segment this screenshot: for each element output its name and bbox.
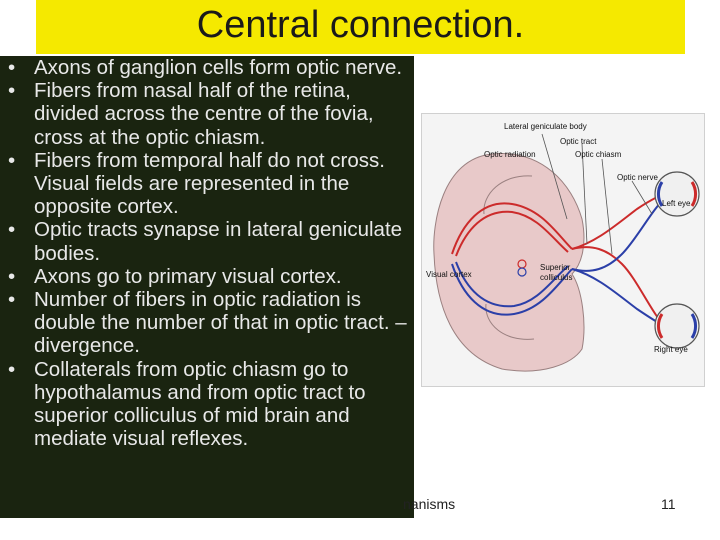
bullet-text: Axons go to primary visual cortex.	[34, 264, 342, 288]
label-optic-chiasm: Optic chiasm	[575, 150, 622, 159]
bullet-item: • Axons go to primary visual cortex.	[8, 265, 412, 288]
label-optic-nerve: Optic nerve	[617, 173, 658, 182]
footer-text: nanisms	[403, 496, 456, 512]
bullet-text: Fibers from temporal half do not cross. …	[34, 148, 385, 219]
bullet-item: • Collaterals from optic chiasm go to hyp…	[8, 358, 412, 451]
right-eye-shape	[654, 303, 700, 349]
bullet-dot: •	[8, 56, 16, 79]
label-optic-tract: Optic tract	[560, 137, 597, 146]
bullet-list: • Axons of ganglion cells form optic nerv…	[8, 56, 412, 450]
brain-outline	[433, 153, 585, 372]
label-lateral-geniculate-body: Lateral geniculate body	[504, 122, 587, 131]
bullet-dot: •	[8, 79, 16, 103]
optic-radiation-red	[451, 202, 573, 255]
label-superior-colliculus-2: colliculus	[540, 273, 572, 282]
label-superior-colliculus-1: Superior	[540, 263, 571, 272]
optic-tract-red	[571, 246, 668, 330]
label-right-eye: Right eye	[654, 345, 688, 354]
bullet-dot: •	[8, 357, 16, 381]
bullet-dot: •	[8, 148, 16, 172]
visual-pathway-figure: Lateral geniculate body Optic radiation …	[421, 113, 705, 387]
label-visual-cortex: Visual cortex	[426, 270, 472, 279]
bullet-item: • Fibers from nasal half of the retina, d…	[8, 79, 412, 149]
left-eye-shape	[654, 171, 700, 217]
visual-pathway-diagram: Lateral geniculate body Optic radiation …	[426, 122, 700, 372]
bullet-item: • Fibers from temporal half do not cross.…	[8, 149, 412, 219]
label-left-eye: Left eye	[662, 199, 691, 208]
bullet-text: Collaterals from optic chiasm go to hypo…	[34, 357, 366, 451]
page-number: 11	[661, 496, 676, 512]
optic-tract-blue	[571, 195, 668, 272]
label-optic-radiation: Optic radiation	[484, 150, 536, 159]
bullet-dot: •	[8, 264, 16, 288]
title-bar	[36, 0, 685, 54]
bullet-item: • Optic tracts synapse in lateral genicul…	[8, 218, 412, 264]
bullet-text: Number of fibers in optic radiation is d…	[34, 288, 407, 358]
bullet-text: Axons of ganglion cells form optic nerve…	[34, 56, 403, 79]
bullet-item: • Axons of ganglion cells form optic nerv…	[8, 56, 412, 79]
bullet-dot: •	[8, 218, 16, 242]
bullet-dot: •	[8, 288, 16, 312]
bullet-panel: • Axons of ganglion cells form optic nerv…	[0, 56, 414, 518]
bullet-text: Optic tracts synapse in lateral genicula…	[34, 218, 403, 265]
bullet-item: • Number of fibers in optic radiation is …	[8, 288, 412, 358]
optic-radiation-blue	[451, 263, 573, 316]
slide-title: Central connection.	[196, 4, 525, 46]
optic-radiation-blue-2	[455, 261, 569, 308]
optic-radiation-red-2	[455, 210, 569, 257]
bullet-text: Fibers from nasal half of the retina, di…	[34, 79, 374, 149]
